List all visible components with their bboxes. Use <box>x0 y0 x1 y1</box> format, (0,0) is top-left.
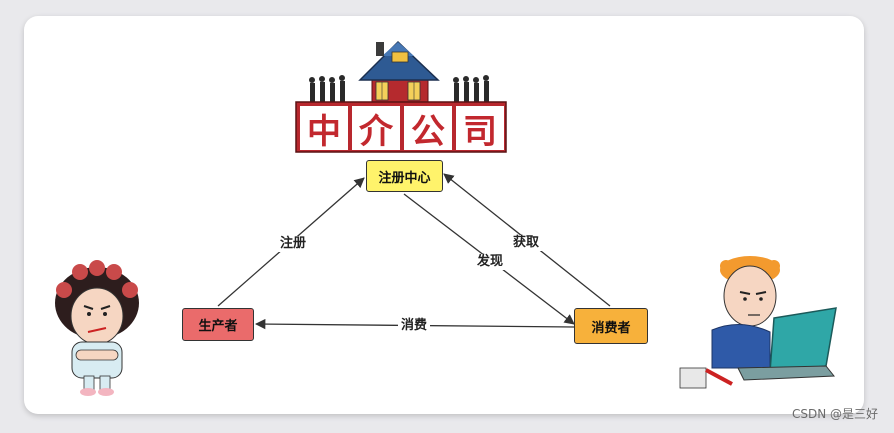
watermark: CSDN @是三好 <box>791 407 878 421</box>
sign-char-4: 司 <box>456 106 504 152</box>
edge-label-fetch: 获取 <box>510 235 543 251</box>
boy-at-laptop-icon <box>679 256 837 389</box>
woman-icon <box>55 260 139 396</box>
registry-node: 注册中心 <box>366 160 443 192</box>
consumer-node: 消费者 <box>574 308 648 344</box>
producer-node: 生产者 <box>182 308 254 341</box>
sign-char-2: 介 <box>352 106 400 152</box>
edge-label-consume: 消费 <box>398 318 431 334</box>
edge-label-register: 注册 <box>277 236 310 252</box>
edge-label-discover: 发现 <box>474 254 507 270</box>
sign-char-1: 中 <box>300 106 348 152</box>
sign-char-3: 公 <box>404 106 452 152</box>
people-icon <box>309 75 489 103</box>
